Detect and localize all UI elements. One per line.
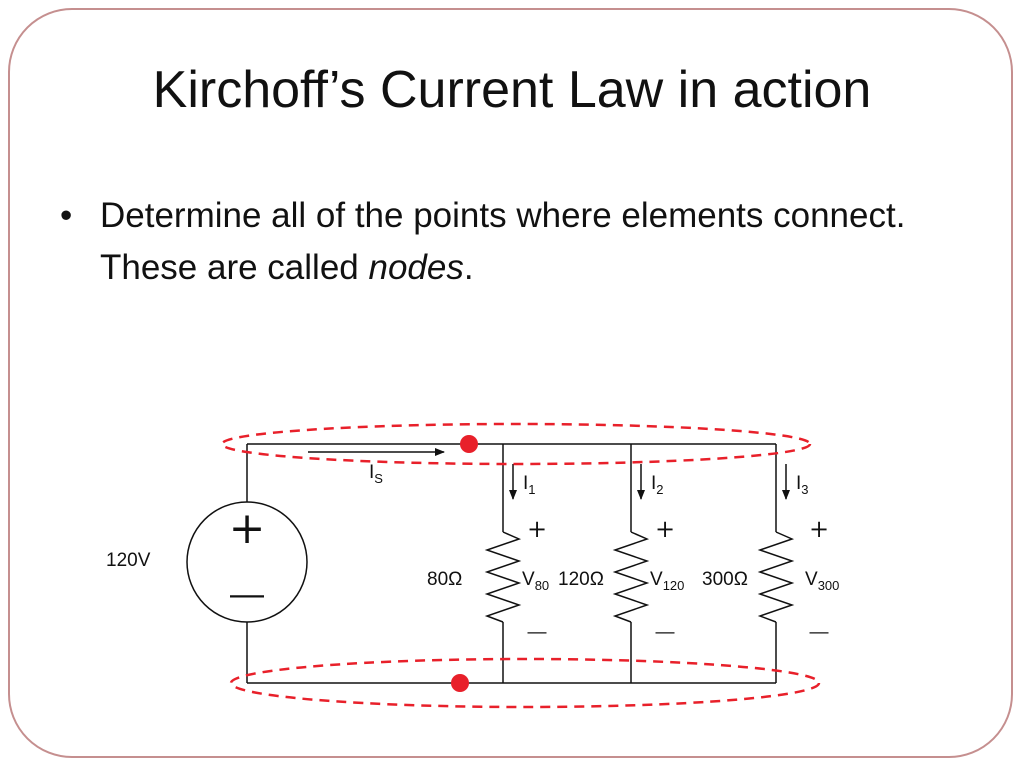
v300-plus: + [809, 515, 829, 543]
bullet-text-emphasis: nodes [368, 248, 464, 287]
resistor-120-zigzag [612, 531, 650, 623]
voltage-source-minus: — [230, 575, 264, 613]
slide-frame [8, 8, 1013, 758]
voltage-v80-label: V80 [522, 569, 549, 593]
bullet-text-end: . [463, 248, 474, 287]
resistor-300-label: 300Ω [702, 569, 748, 590]
bullet-text-main: Determine all of the points where elemen… [100, 196, 906, 287]
voltage-v120-label: V120 [650, 569, 684, 593]
bottom-node-dot [451, 674, 469, 692]
source-current-label: IS [369, 462, 383, 486]
source-current-indicator: IS [308, 448, 445, 486]
resistor-120-label: 120Ω [558, 569, 604, 590]
top-node-outline [220, 422, 812, 466]
bullet-text: Determine all of the points where elemen… [100, 190, 960, 294]
voltage-v300-label: V300 [805, 569, 839, 593]
v80-minus: — [528, 622, 547, 643]
v120-minus: — [656, 622, 675, 643]
current-i3-label: I3 [796, 473, 809, 497]
current-i1-label: I1 [523, 473, 536, 497]
resistor-branch-300: I3 + — 300Ω V300 [702, 464, 839, 643]
resistor-branch-80: I1 + — 80Ω V80 [427, 464, 549, 643]
v120-plus: + [655, 515, 675, 543]
voltage-source-circle [186, 501, 308, 623]
top-node-dot [460, 435, 478, 453]
bullet-marker: • [60, 196, 73, 235]
voltage-source: + — 120V [106, 501, 308, 623]
voltage-source-label: 120V [106, 550, 151, 571]
voltage-source-plus: + [229, 503, 266, 554]
current-i2-label: I2 [651, 473, 664, 497]
circuit-wires [246, 443, 777, 684]
resistor-branch-120: I2 + — 120Ω V120 [558, 464, 684, 643]
resistor-80-zigzag [484, 531, 522, 623]
resistor-80-label: 80Ω [427, 569, 462, 590]
node-highlights [220, 422, 821, 709]
slide-title: Kirchoff’s Current Law in action [152, 61, 872, 119]
v300-minus: — [810, 622, 829, 643]
bottom-node-outline [229, 657, 821, 709]
resistor-300-zigzag [757, 531, 795, 623]
v80-plus: + [527, 515, 547, 543]
